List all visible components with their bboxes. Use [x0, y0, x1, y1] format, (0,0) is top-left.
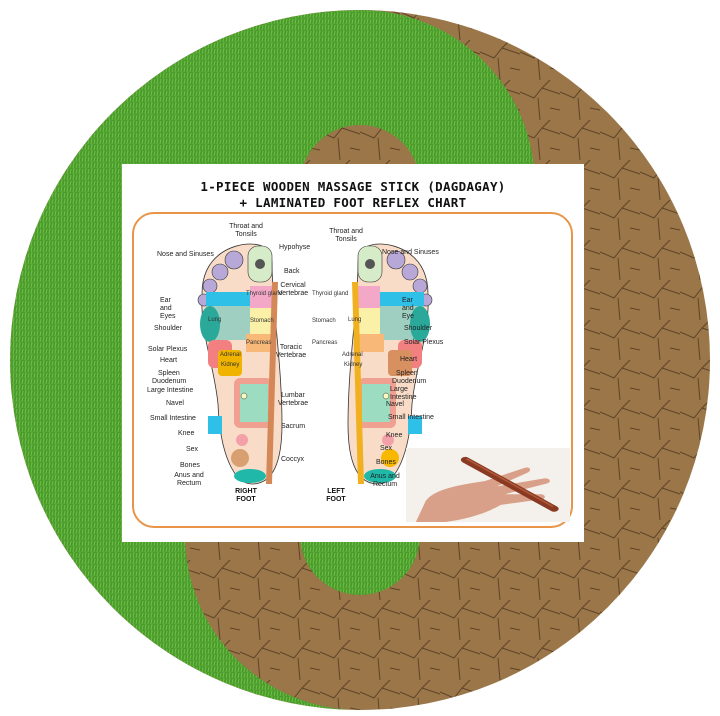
foot-diagram	[197, 243, 433, 485]
label-left-heart: Heart	[400, 356, 418, 363]
label-right-nose: Nose and Sinuses	[157, 251, 214, 258]
organ-kidney-right: Kidney	[221, 362, 240, 368]
organ-adrenal-right: Adrenal	[220, 352, 241, 358]
label-sacrum: Sacrum	[281, 423, 306, 430]
organ-lung-left: Lung	[348, 317, 362, 323]
label-right-spleen: Spleen	[158, 370, 180, 377]
label-lumbar-vertebrae: Lumbar Vertebrae	[277, 392, 309, 407]
massage-stick	[460, 456, 559, 512]
label-right-knee: Knee	[178, 430, 195, 437]
label-left-duodenum: Duodenum	[392, 378, 427, 385]
label-left-shoulder: Shoulder	[404, 325, 433, 332]
label-left-throat: Throat and Tonsils	[329, 228, 363, 243]
hand-with-massage-stick-photo	[406, 448, 570, 522]
organ-stomach-right: Stomach	[250, 318, 274, 324]
organ-pancreas-left: Pancreas	[312, 340, 338, 346]
label-right-shoulder: Shoulder	[154, 325, 183, 332]
label-cervical-vertebrae: Cervical Vertebrae	[277, 282, 309, 297]
organ-lung-right: Lung	[208, 317, 222, 323]
chart-frame	[132, 212, 573, 528]
label-right-small-intestine: Small Intestine	[150, 415, 196, 422]
label-hypohyse: Hypohyse	[279, 244, 311, 251]
label-left-spleen: Spleen	[396, 370, 418, 377]
label-right-bones: Bones	[180, 462, 200, 469]
label-left-ear: Ear and Eye	[402, 297, 415, 320]
product-card: 1-PIECE WOODEN MASSAGE STICK (DAGDAGAY) …	[122, 164, 584, 542]
left-foot-caption: LEFT FOOT	[326, 488, 346, 503]
organ-adrenal-left: Adrenal	[342, 352, 363, 358]
label-left-knee: Knee	[386, 432, 403, 439]
label-right-sex: Sex	[186, 446, 199, 453]
label-toracic-vertebrae: Toracic Vertebrae	[275, 344, 307, 359]
label-left-sex: Sex	[380, 445, 393, 452]
organ-pancreas-right: Pancreas	[246, 340, 272, 346]
left-foot-shape	[347, 243, 433, 485]
label-left-navel: Navel	[386, 401, 404, 408]
organ-kidney-left: Kidney	[344, 362, 363, 368]
organ-thyroid-left: Thyroid gland	[312, 291, 349, 297]
label-left-anus: Anus and Rectum	[370, 473, 400, 488]
title-line-2: + LAMINATED FOOT REFLEX CHART	[239, 195, 467, 210]
right-foot-shape	[197, 243, 283, 485]
label-right-solar-plexus: Solar Plexus	[148, 346, 188, 353]
right-foot-caption: RIGHT FOOT	[235, 488, 257, 503]
label-right-duodenum: Duodenum	[152, 378, 187, 385]
label-right-navel: Navel	[166, 400, 184, 407]
label-right-large-intestine: Large Intestine	[147, 387, 194, 394]
label-left-solar-plexus: Solar Plexus	[404, 339, 444, 346]
organ-thyroid-right: Thyroid gland	[246, 291, 283, 297]
label-coccyx: Coccyx	[281, 456, 304, 463]
label-left-nose: Nose and Sinuses	[382, 249, 439, 256]
label-left-bones: Bones	[376, 459, 396, 466]
label-back: Back	[284, 268, 300, 275]
organ-stomach-left: Stomach	[312, 318, 336, 324]
label-right-heart: Heart	[160, 357, 178, 364]
label-left-large-intestine: Large Intestine	[390, 386, 417, 401]
label-left-small-intestine: Small Intestine	[388, 414, 434, 421]
label-right-anus: Anus and Rectum	[174, 472, 204, 487]
label-right-throat: Throat and Tonsils	[229, 223, 263, 238]
label-right-ear: Ear and Eyes	[160, 297, 176, 320]
title-line-1: 1-PIECE WOODEN MASSAGE STICK (DAGDAGAY)	[200, 179, 506, 194]
